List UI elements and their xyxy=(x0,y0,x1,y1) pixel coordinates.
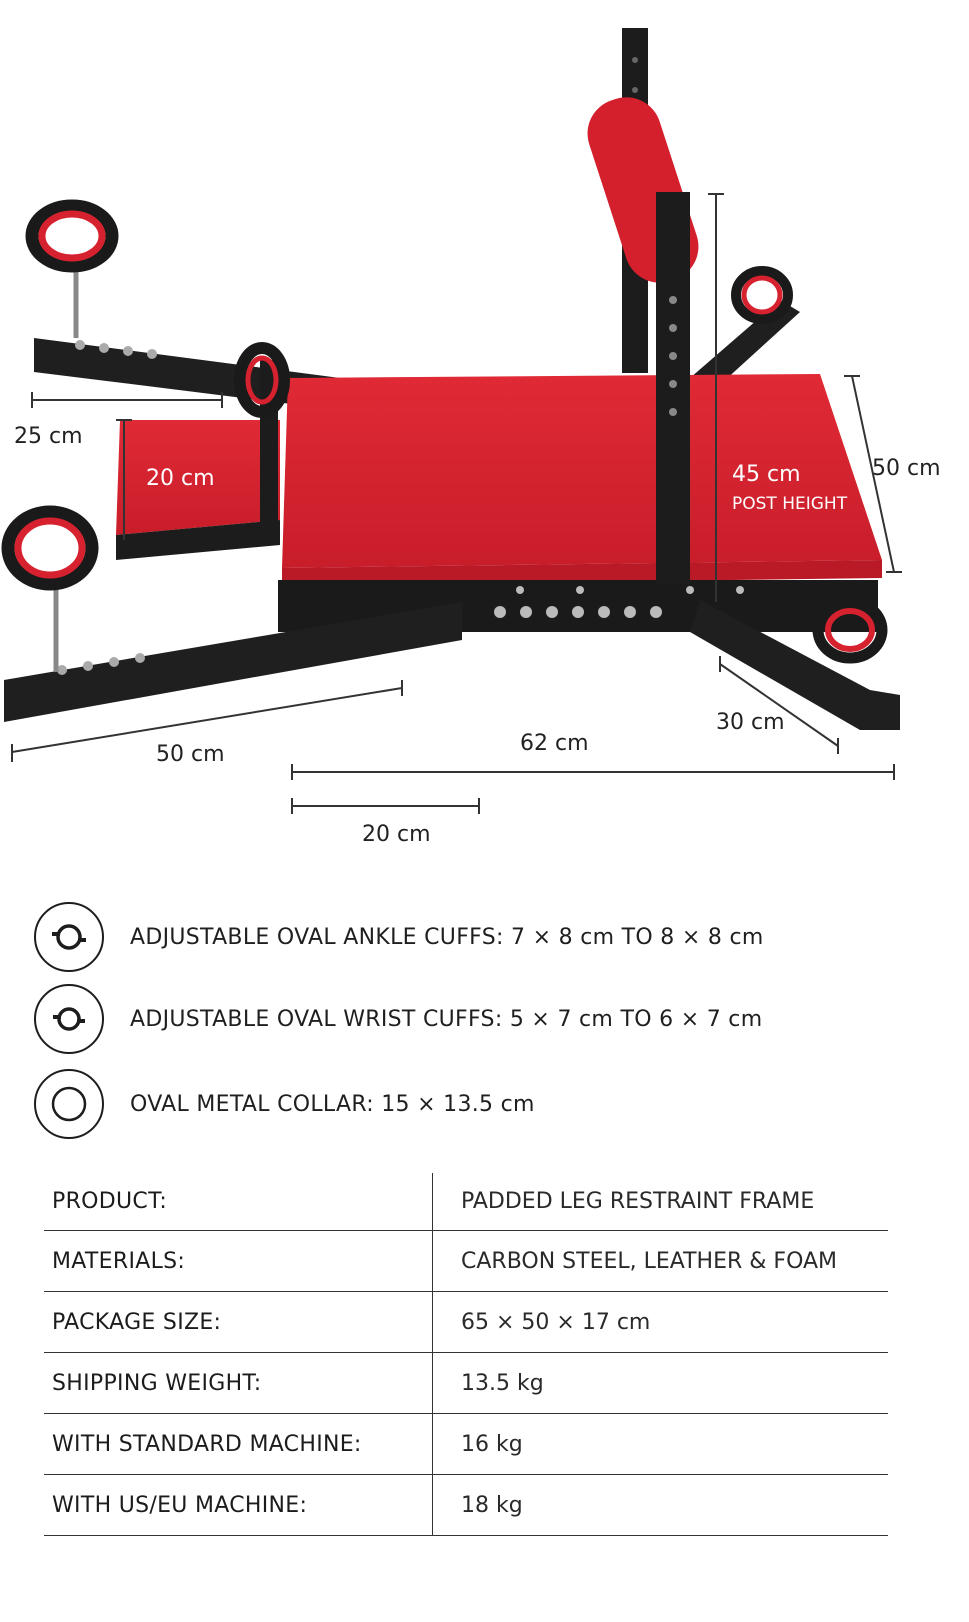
spec-value: PADDED LEG RESTRAINT FRAME xyxy=(432,1173,888,1231)
dim-pad-width: 20 cm xyxy=(146,466,215,491)
dim-base-length: 62 cm xyxy=(520,731,589,756)
table-row: PRODUCT: PADDED LEG RESTRAINT FRAME xyxy=(44,1173,888,1231)
dim-post-height-label: POST HEIGHT xyxy=(732,494,848,514)
table-row: WITH US/EU MACHINE: 18 kg xyxy=(44,1474,888,1536)
spec-value: 18 kg xyxy=(432,1474,888,1536)
table-row: MATERIALS: CARBON STEEL, LEATHER & FOAM xyxy=(44,1230,888,1292)
dim-front-arm-length: 50 cm xyxy=(156,742,225,767)
front-right-arm xyxy=(690,596,900,730)
spec-value: 16 kg xyxy=(432,1413,888,1475)
spec-key: WITH STANDARD MACHINE: xyxy=(52,1431,362,1457)
table-row: WITH STANDARD MACHINE: 16 kg xyxy=(44,1413,888,1475)
center-cuff xyxy=(234,342,290,540)
dim-base-section: 20 cm xyxy=(362,822,431,847)
spec-key: PRODUCT: xyxy=(52,1189,168,1214)
feature-value: 15 × 13.5 cm xyxy=(381,1091,535,1117)
dim-post-height: 45 cm xyxy=(732,462,801,487)
feature-ankle-cuffs: ADJUSTABLE OVAL ANKLE CUFFS: 7 × 8 cm TO… xyxy=(34,899,934,975)
dim-arm-spacing: 25 cm xyxy=(14,424,83,449)
wrist-cuff-icon xyxy=(34,984,104,1054)
spec-value: CARBON STEEL, LEATHER & FOAM xyxy=(432,1230,888,1292)
rear-right-arm xyxy=(690,266,800,392)
small-pad xyxy=(116,420,280,560)
feature-collar: OVAL METAL COLLAR: 15 × 13.5 cm xyxy=(34,1066,934,1142)
spec-key: WITH US/EU MACHINE: xyxy=(52,1492,308,1518)
product-illustration xyxy=(1,28,902,814)
table-row: PACKAGE SIZE: 65 × 50 × 17 cm xyxy=(44,1291,888,1353)
ankle-cuff-icon xyxy=(34,902,104,972)
front-left-arm xyxy=(1,505,462,722)
dim-side-arm-length: 30 cm xyxy=(716,710,785,735)
main-pad xyxy=(282,374,882,586)
collar-icon xyxy=(34,1069,104,1139)
dim-pad-length: 50 cm xyxy=(872,456,941,481)
feature-value: 5 × 7 cm TO 6 × 7 cm xyxy=(509,1006,763,1032)
spec-key: SHIPPING WEIGHT: xyxy=(52,1370,262,1396)
feature-wrist-cuffs: ADJUSTABLE OVAL WRIST CUFFS: 5 × 7 cm TO… xyxy=(34,981,934,1057)
spec-key: MATERIALS: xyxy=(52,1248,186,1274)
feature-value: 7 × 8 cm TO 8 × 8 cm xyxy=(511,924,764,950)
table-row: SHIPPING WEIGHT: 13.5 kg xyxy=(44,1352,888,1414)
dimension-lines xyxy=(11,193,902,814)
spec-value: 13.5 kg xyxy=(432,1352,888,1414)
feature-label: ADJUSTABLE OVAL ANKLE CUFFS: xyxy=(130,924,504,950)
spec-table: PRODUCT: PADDED LEG RESTRAINT FRAME MATE… xyxy=(44,1173,888,1536)
feature-label: ADJUSTABLE OVAL WRIST CUFFS: xyxy=(130,1006,503,1032)
spec-value: 65 × 50 × 17 cm xyxy=(432,1291,888,1353)
front-post xyxy=(656,192,690,584)
spec-key: PACKAGE SIZE: xyxy=(52,1309,222,1335)
feature-label: OVAL METAL COLLAR: xyxy=(130,1091,374,1117)
